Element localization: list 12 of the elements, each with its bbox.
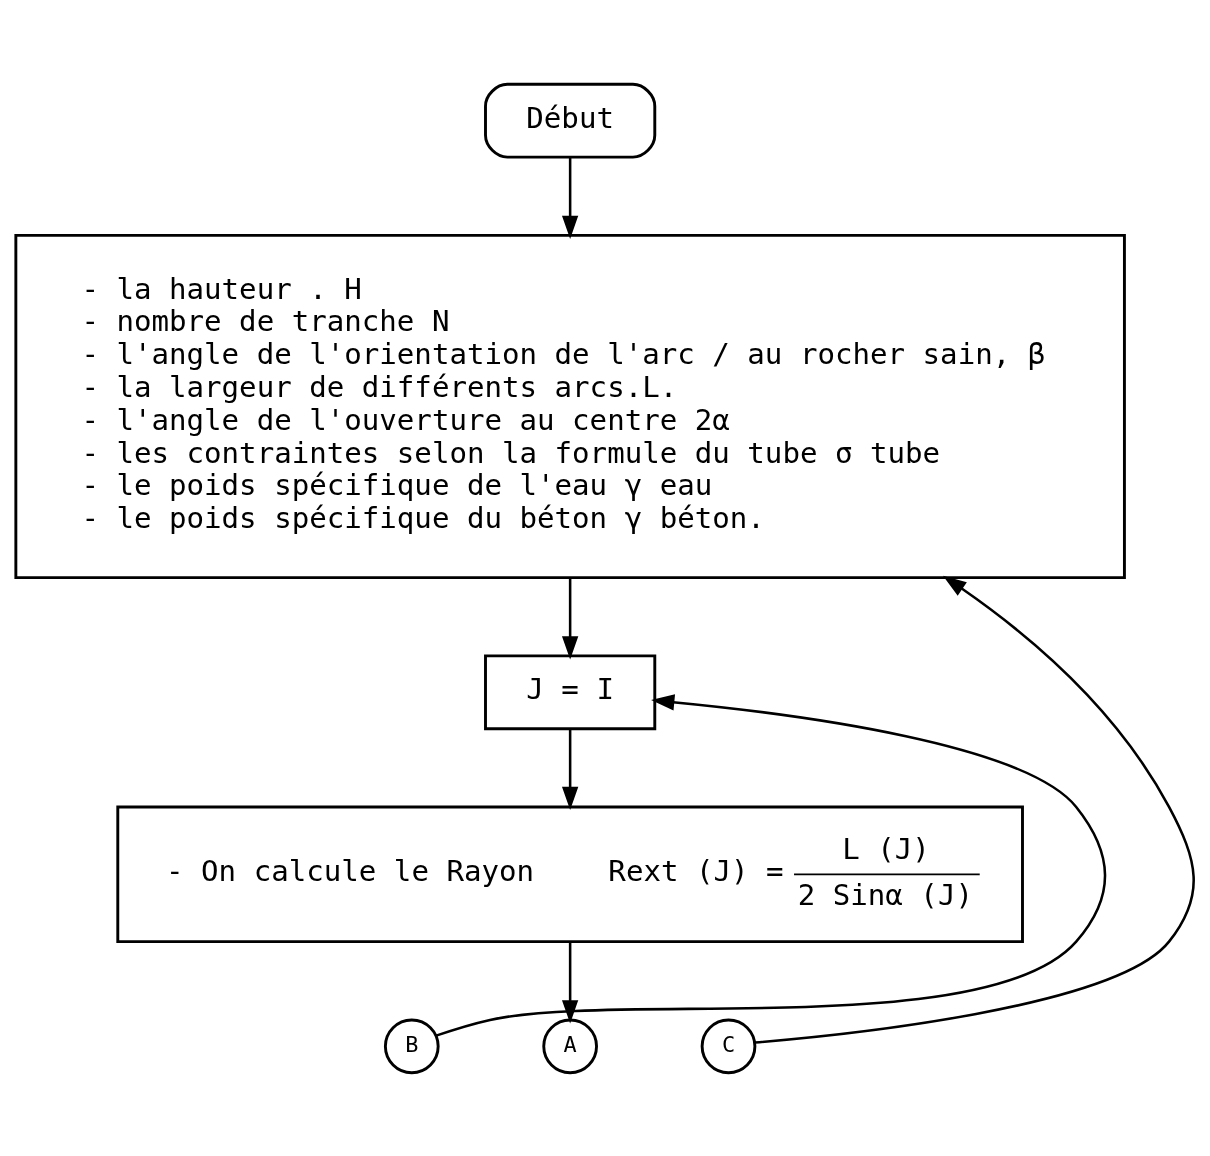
arrow [435, 693, 1106, 1037]
arrow [561, 941, 579, 1024]
node-circle: A [542, 1017, 598, 1074]
node-box: J = I [484, 653, 657, 730]
arrow [561, 156, 579, 239]
node-box: - la hauteur . H - nombre de tranche N - l'angle de l'orientation de l'arc / au rocher sain, β - la largeur de différents arcs.L. - l'angle de l'ouverture au centre 2α - les contraintes selon la formule du tube σ tube - le poids spécifique de l'eau γ eau - le poids spécifique du béton γ béton. [14, 233, 1126, 579]
arrow [561, 577, 579, 660]
arrow [561, 728, 579, 810]
node-box: Début [484, 82, 657, 159]
node-circle: C [700, 1017, 757, 1074]
arrow [754, 575, 1195, 1044]
node-circle: B [383, 1017, 440, 1074]
